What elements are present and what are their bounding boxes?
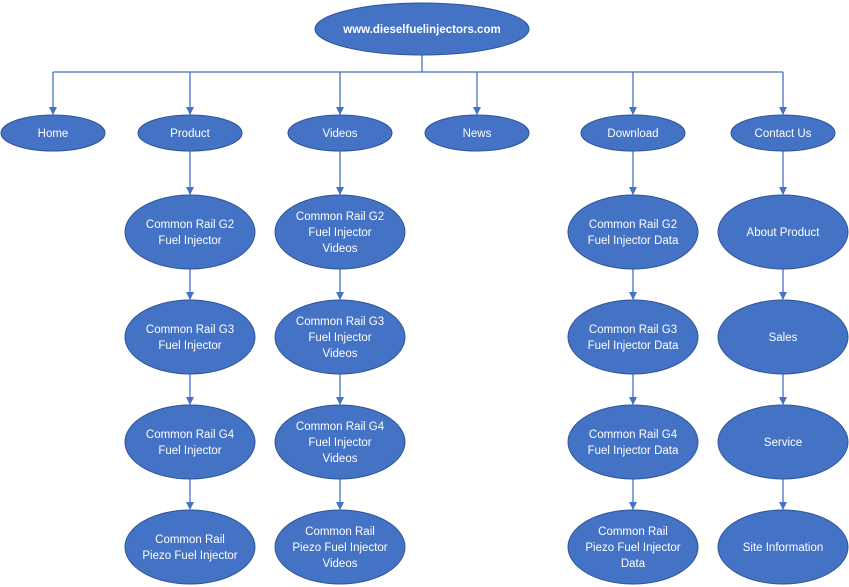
node-download-child-3-label-line: Common Rail G4 (589, 429, 678, 441)
node-videos-child-2-label-line: Common Rail G3 (296, 316, 384, 328)
node-videos-child-3-shape (274, 404, 406, 480)
node-home[interactable]: Home (0, 114, 106, 152)
node-videos-child-4-label-line: Common Rail (305, 526, 375, 538)
node-product-child-3-label-line: Fuel Injector (158, 445, 221, 457)
node-videos-child-3-label-line: Common Rail G4 (296, 421, 385, 433)
node-download-child-3-shape (567, 404, 699, 480)
node-videos-child-1-label-line: Videos (323, 243, 358, 255)
node-product-child-2[interactable]: Common Rail G3 Fuel Injector (124, 299, 256, 375)
node-contact-us-child-1-label-line: About Product (747, 227, 821, 239)
node-product-child-3[interactable]: Common Rail G4 Fuel Injector (124, 404, 256, 480)
root-node-website-label-line: www.dieselfuelinjectors.com (342, 24, 500, 36)
node-contact-us-label-line: Contact Us (755, 128, 812, 140)
node-videos[interactable]: Videos (287, 114, 393, 152)
node-download-child-2-shape (567, 299, 699, 375)
node-contact-us-child-4[interactable]: Site Information (717, 509, 849, 585)
node-product-child-2-label-line: Fuel Injector (158, 340, 221, 352)
node-product-child-1-label-line: Fuel Injector (158, 235, 221, 247)
node-download-child-4-label-line: Common Rail (598, 526, 668, 538)
node-product-child-4-label-line: Common Rail (155, 534, 225, 546)
root-node-website-shape (314, 2, 530, 56)
node-product-child-3-shape (124, 404, 256, 480)
root-node-website[interactable]: www.dieselfuelinjectors.com (314, 2, 530, 56)
node-videos-child-1-shape (274, 194, 406, 270)
node-contact-us-child-1-shape (717, 194, 849, 270)
node-videos-child-2-shape (274, 299, 406, 375)
node-contact-us-child-4-label-line: Site Information (743, 542, 824, 554)
node-download-shape (580, 114, 686, 152)
node-product-child-2-shape (124, 299, 256, 375)
node-videos-child-3-label-line: Fuel Injector (308, 437, 371, 449)
node-contact-us-child-1[interactable]: About Product (717, 194, 849, 270)
node-download-child-4-shape (567, 509, 699, 585)
node-download-child-1-label-line: Common Rail G2 (589, 219, 677, 231)
node-download-child-4-label-line: Piezo Fuel Injector (585, 542, 680, 554)
node-download-child-3-label-line: Fuel Injector Data (588, 445, 679, 457)
node-download-child-2-label-line: Common Rail G3 (589, 324, 677, 336)
connector-lines (49, 55, 787, 510)
node-news[interactable]: News (424, 114, 530, 152)
node-home-label-line: Home (38, 128, 69, 140)
node-videos-shape (287, 114, 393, 152)
node-product-child-4-shape (124, 509, 256, 585)
node-news-shape (424, 114, 530, 152)
node-contact-us-shape (730, 114, 836, 152)
node-product-child-1-shape (124, 194, 256, 270)
node-product-child-4-label-line: Piezo Fuel Injector (142, 550, 237, 562)
node-download-child-2-label-line: Fuel Injector Data (588, 340, 679, 352)
node-videos-child-1-label-line: Common Rail G2 (296, 211, 384, 223)
node-home-shape (0, 114, 106, 152)
node-download-child-1-label-line: Fuel Injector Data (588, 235, 679, 247)
node-contact-us-child-3-label-line: Service (764, 437, 802, 449)
node-contact-us-child-3-shape (717, 404, 849, 480)
node-contact-us-child-2-label-line: Sales (769, 332, 798, 344)
node-videos-child-4-label-line: Videos (323, 558, 358, 570)
node-videos-child-2-label-line: Fuel Injector (308, 332, 371, 344)
node-videos-child-4-label-line: Piezo Fuel Injector (292, 542, 387, 554)
node-download-child-2[interactable]: Common Rail G3 Fuel Injector Data (567, 299, 699, 375)
node-product-child-3-label-line: Common Rail G4 (146, 429, 235, 441)
node-download-label-line: Download (607, 128, 658, 140)
node-news-label-line: News (463, 128, 492, 140)
node-download-child-4-label-line: Data (621, 558, 646, 570)
node-product-shape (137, 114, 243, 152)
node-contact-us-child-4-shape (717, 509, 849, 585)
node-videos-child-4-shape (274, 509, 406, 585)
node-product-label-line: Product (170, 128, 210, 140)
node-download-child-1-shape (567, 194, 699, 270)
node-contact-us[interactable]: Contact Us (730, 114, 836, 152)
node-product[interactable]: Product (137, 114, 243, 152)
node-download[interactable]: Download (580, 114, 686, 152)
node-videos-child-3-label-line: Videos (323, 453, 358, 465)
node-videos-child-1-label-line: Fuel Injector (308, 227, 371, 239)
node-videos-label-line: Videos (323, 128, 358, 140)
node-product-child-2-label-line: Common Rail G3 (146, 324, 234, 336)
node-product-child-1-label-line: Common Rail G2 (146, 219, 234, 231)
node-contact-us-child-3[interactable]: Service (717, 404, 849, 480)
node-download-child-1[interactable]: Common Rail G2 Fuel Injector Data (567, 194, 699, 270)
node-contact-us-child-2[interactable]: Sales (717, 299, 849, 375)
node-videos-child-2-label-line: Videos (323, 348, 358, 360)
node-download-child-3[interactable]: Common Rail G4 Fuel Injector Data (567, 404, 699, 480)
node-contact-us-child-2-shape (717, 299, 849, 375)
node-product-child-1[interactable]: Common Rail G2 Fuel Injector (124, 194, 256, 270)
